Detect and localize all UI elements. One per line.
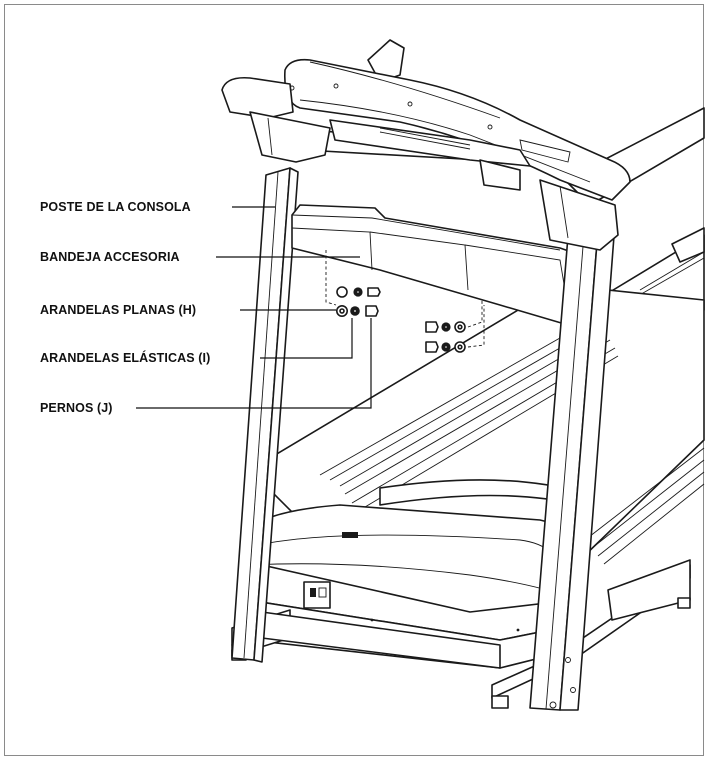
left-upright <box>231 167 299 663</box>
label-accessory-tray: BANDEJA ACCESORIA <box>40 250 180 264</box>
motor-hood <box>239 504 582 669</box>
hardware-set-left <box>325 250 381 317</box>
leader-lines <box>136 206 372 409</box>
label-lock-washers: ARANDELAS ELÁSTICAS (I) <box>40 351 211 365</box>
label-flat-washers: ARANDELAS PLANAS (H) <box>40 303 197 317</box>
label-console-post: POSTE DE LA CONSOLA <box>40 200 191 214</box>
bolt-part <box>365 305 379 317</box>
hardware-set-right <box>425 300 485 353</box>
label-bolts: PERNOS (J) <box>40 401 113 415</box>
console-assembly <box>221 39 631 251</box>
base-frame <box>231 559 691 709</box>
accessory-tray-part <box>291 204 601 331</box>
